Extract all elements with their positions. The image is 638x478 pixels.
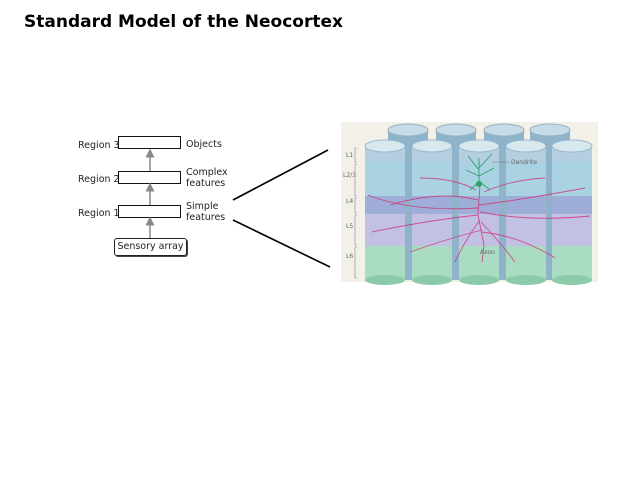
layer-label-l1: L1 [346, 152, 353, 159]
region-1-label: Region 1 [78, 208, 120, 219]
complex-features-label-line1: Complex [186, 167, 228, 178]
region-2-label: Region 2 [78, 174, 120, 185]
axon-branches [367, 177, 591, 263]
zoom-line-top [232, 149, 329, 201]
objects-label: Objects [186, 139, 222, 150]
layer-brackets [354, 147, 357, 279]
sensory-array-box: Sensory array [114, 238, 187, 256]
dendrite-label: Dendrite [511, 159, 537, 166]
neuron-soma [476, 181, 482, 187]
axon-label: Axon [480, 249, 495, 256]
layer-label-l6: L6 [346, 253, 353, 260]
simple-features-label-line1: Simple [186, 201, 219, 212]
complex-features-label-line2: features [186, 178, 226, 189]
zoom-line-bottom [232, 219, 331, 268]
layer-label-l5: L5 [346, 223, 353, 230]
simple-features-label-line2: features [186, 212, 226, 223]
region-3-label: Region 3 [78, 140, 120, 151]
layer-label-l23: L2/3 [343, 172, 356, 179]
layer-label-l4: L4 [346, 198, 353, 205]
front-columns [364, 139, 593, 285]
page-title: Standard Model of the Neocortex [24, 12, 343, 32]
